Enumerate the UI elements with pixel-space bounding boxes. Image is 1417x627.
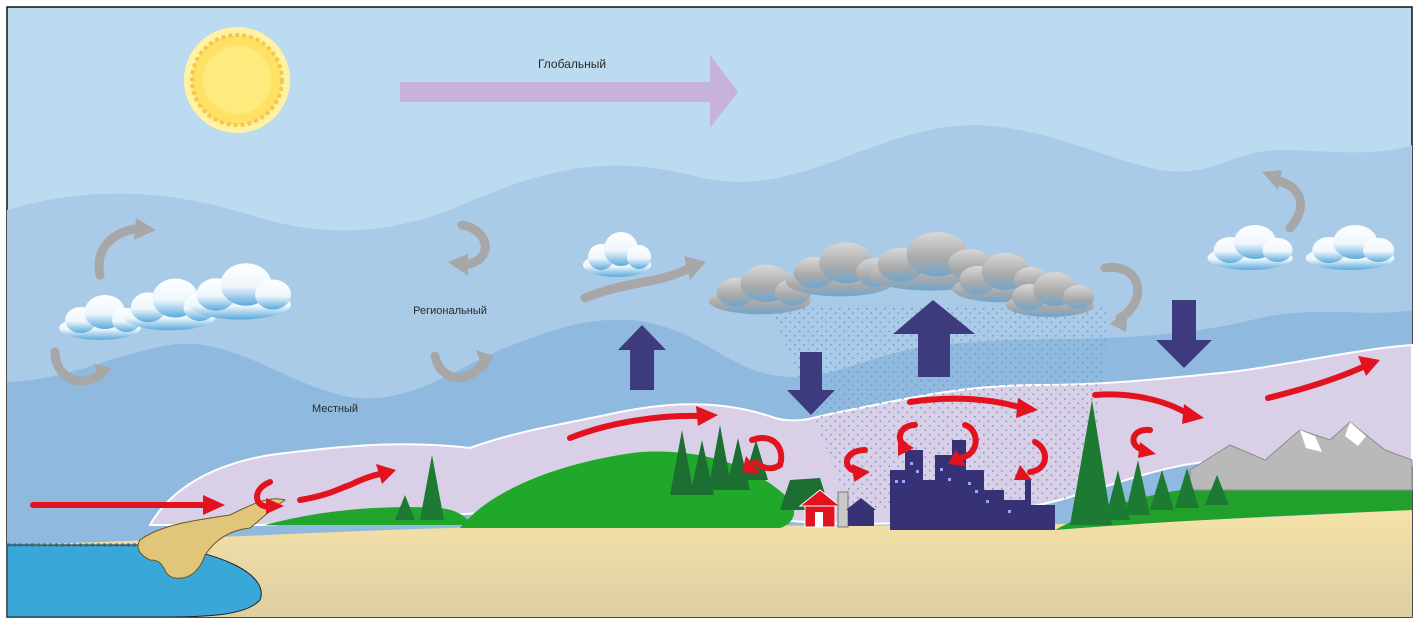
global-transport-arrow [400, 55, 738, 128]
rain-area [770, 305, 1110, 510]
hill-right [1055, 478, 1412, 530]
local-label: Местный [312, 403, 358, 415]
hill-center [460, 451, 795, 528]
hill-left [265, 507, 470, 525]
mountain-snow [1300, 422, 1366, 452]
city-windows [895, 462, 1011, 513]
farm [780, 478, 876, 528]
vertical-transport-arrows [618, 300, 1212, 415]
regional-circulation-arrows [50, 175, 1306, 386]
forest-left [395, 455, 444, 520]
global-label: Глобальный [538, 57, 606, 71]
ground [7, 510, 1412, 617]
sun-icon [184, 27, 290, 133]
pollution-source [137, 498, 287, 579]
forest-right [1070, 400, 1229, 525]
regional-label: Региональный [413, 305, 487, 317]
regional-circulation-arrowheads [94, 170, 1282, 382]
local-wind-arrowheads [203, 356, 1380, 515]
